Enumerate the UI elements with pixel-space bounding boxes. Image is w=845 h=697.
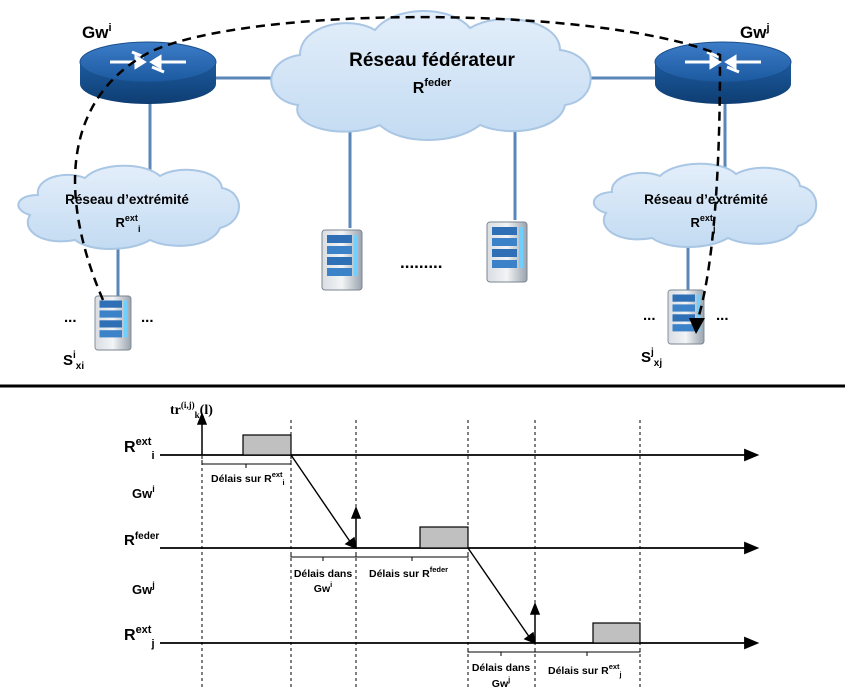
edge-left-symbol: Rexti	[116, 213, 141, 234]
box-rext-j	[592, 622, 641, 644]
box-rext-i	[242, 434, 292, 456]
box-rfeder	[419, 526, 469, 549]
gw-left-label: Gwi	[82, 22, 112, 42]
edge-left-title: Réseau d’extrémité	[65, 192, 189, 207]
row-rfeder: Rfeder	[124, 531, 159, 549]
dashed-path	[73, 15, 722, 323]
delay-rfeder: Délais sur Rfeder	[369, 565, 448, 580]
server-backbone-2-icon	[486, 221, 528, 283]
dots-left-a: ...	[64, 309, 77, 326]
router-left-icon	[79, 41, 217, 104]
timeline: tr(i,j)k(l) Rexti Gwi Rfeder Gwj Rextj D…	[124, 400, 760, 690]
row-rext-i: Rexti	[124, 436, 155, 462]
backbone-symbol: Rfeder	[413, 77, 452, 97]
backbone-title: Réseau fédérateur	[349, 50, 515, 71]
edge-right-title: Réseau d’extrémité	[644, 192, 768, 207]
dots-right-b: ...	[716, 307, 729, 324]
delay-gw-i-line2: Gwi	[314, 580, 332, 595]
edge-right-symbol: Rextj	[691, 213, 716, 234]
server-backbone-1-icon	[321, 229, 363, 291]
dashed-path-arrowhead	[689, 318, 705, 334]
backbone-cloud: Réseau fédérateur Rfeder	[270, 10, 592, 141]
server-right-label: Sjxj	[641, 347, 662, 369]
row-gw-j: Gwj	[132, 580, 155, 597]
server-right-icon	[667, 289, 705, 345]
tr-label: tr(i,j)k(l)	[170, 400, 213, 420]
row-gw-i: Gwi	[132, 484, 155, 501]
servers-ellipsis: .........	[400, 253, 443, 272]
row-rext-j: Rextj	[124, 624, 155, 650]
edge-cloud-left: Réseau d’extrémité Rexti	[17, 164, 240, 250]
delay-gw-i-line1: Délais dans	[294, 568, 353, 580]
gw-right-label: Gwj	[740, 22, 770, 42]
router-right-icon	[654, 41, 792, 104]
server-left-label: Sixi	[63, 350, 84, 372]
edge-cloud-right: Réseau d’extrémité Rextj	[593, 162, 818, 248]
delay-gw-j-line1: Délais dans	[472, 662, 531, 674]
delay-gw-j-line2: Gwj	[492, 675, 510, 690]
server-left-icon	[94, 295, 132, 351]
dots-right-a: ...	[643, 307, 656, 324]
dots-left-b: ...	[141, 309, 154, 326]
delay-rext-j: Délais sur Rextj	[548, 662, 622, 679]
delay-rext-i: Délais sur Rexti	[211, 470, 285, 487]
